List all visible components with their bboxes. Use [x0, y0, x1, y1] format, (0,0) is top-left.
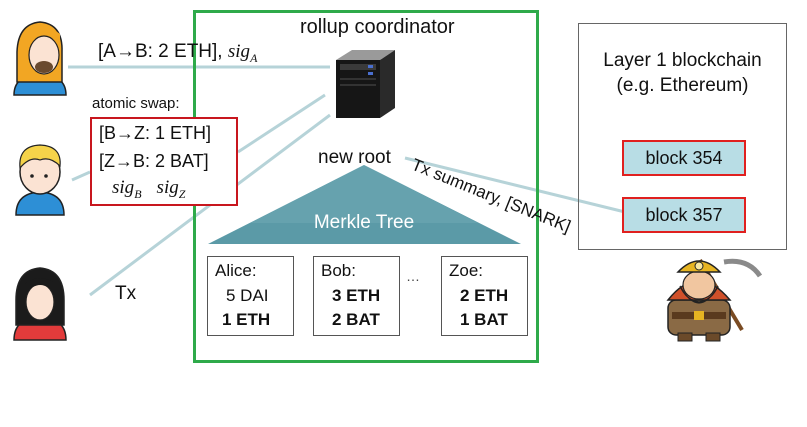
alice-signature: sigA	[227, 41, 258, 65]
account-balance: 1 BAT	[460, 310, 508, 329]
swap-line-2: [Z→B: 2 BAT]	[99, 151, 209, 171]
alice-transaction: [A→B: 2 ETH], sigA	[98, 41, 257, 66]
account-balance: 3 ETH	[332, 286, 381, 305]
merkle-tree-highlight	[250, 165, 478, 223]
block-354: block 354	[622, 140, 746, 176]
merkle-tree-title: Merkle Tree	[313, 212, 415, 233]
zoe-signature: sigZ	[156, 177, 186, 201]
zoe-tx-label: Tx	[115, 283, 137, 304]
zoe-avatar-icon	[13, 267, 67, 341]
atomic-swap-label: atomic swap:	[92, 95, 180, 112]
new-root-label: new root	[318, 147, 391, 168]
miner-icon	[666, 258, 763, 342]
account-balance: 2 ETH	[460, 286, 509, 305]
swap-signatures: sigB sigZ	[112, 177, 185, 202]
swap-line-1: [B→Z: 1 ETH]	[99, 123, 212, 143]
block-357: block 357	[622, 197, 746, 233]
account-alice: Alice: 5 DAI 1 ETH	[207, 256, 294, 336]
account-balance: 2 BAT	[332, 310, 380, 329]
account-zoe: Zoe: 2 ETH 1 BAT	[441, 256, 528, 336]
bob-avatar-icon	[15, 144, 65, 216]
account-balance: 1 ETH	[222, 310, 271, 329]
atomic-swap-box: [B→Z: 1 ETH] [Z→B: 2 BAT] sigB sigZ	[90, 117, 238, 206]
more-accounts-ellipsis: …	[406, 268, 420, 284]
account-balance: 5 DAI	[226, 286, 269, 305]
alice-avatar-icon	[13, 21, 67, 96]
layer1-title-line1: Layer 1 blockchain	[603, 50, 762, 71]
alice-transaction-text: [A→B: 2 ETH],	[98, 41, 223, 62]
server-icon	[336, 50, 395, 118]
account-name: Alice:	[215, 261, 257, 280]
bob-signature: sigB	[112, 177, 142, 201]
account-name: Zoe:	[449, 261, 484, 280]
coordinator-title: rollup coordinator	[300, 16, 455, 38]
layer1-title-line2: (e.g. Ethereum)	[616, 75, 749, 96]
account-bob: Bob: 3 ETH 2 BAT	[313, 256, 400, 336]
account-name: Bob:	[321, 261, 356, 280]
layer1-title: Layer 1 blockchain (e.g. Ethereum)	[578, 48, 787, 98]
layer1-box	[578, 23, 787, 250]
